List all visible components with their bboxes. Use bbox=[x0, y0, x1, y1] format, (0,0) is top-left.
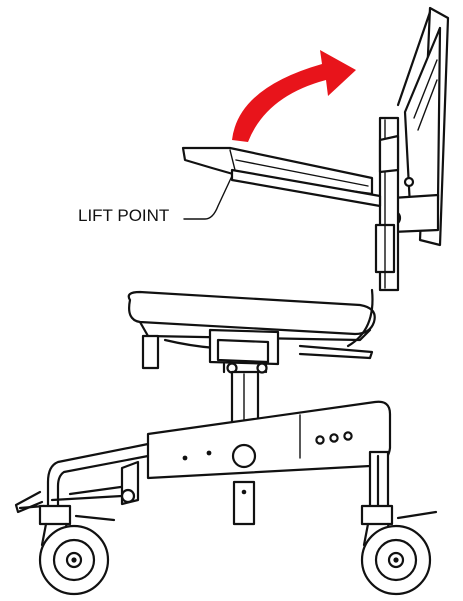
seat bbox=[127, 288, 376, 370]
back-post bbox=[374, 116, 400, 292]
lift-point-leader bbox=[183, 175, 233, 220]
rear-caster bbox=[360, 504, 438, 596]
lift-point-label: LIFT POINT bbox=[78, 206, 170, 225]
base-frame bbox=[14, 400, 392, 514]
front-caster bbox=[38, 504, 116, 596]
curved-arrow-icon bbox=[232, 50, 356, 142]
seat-bracket bbox=[208, 328, 280, 374]
armrest bbox=[181, 146, 382, 208]
